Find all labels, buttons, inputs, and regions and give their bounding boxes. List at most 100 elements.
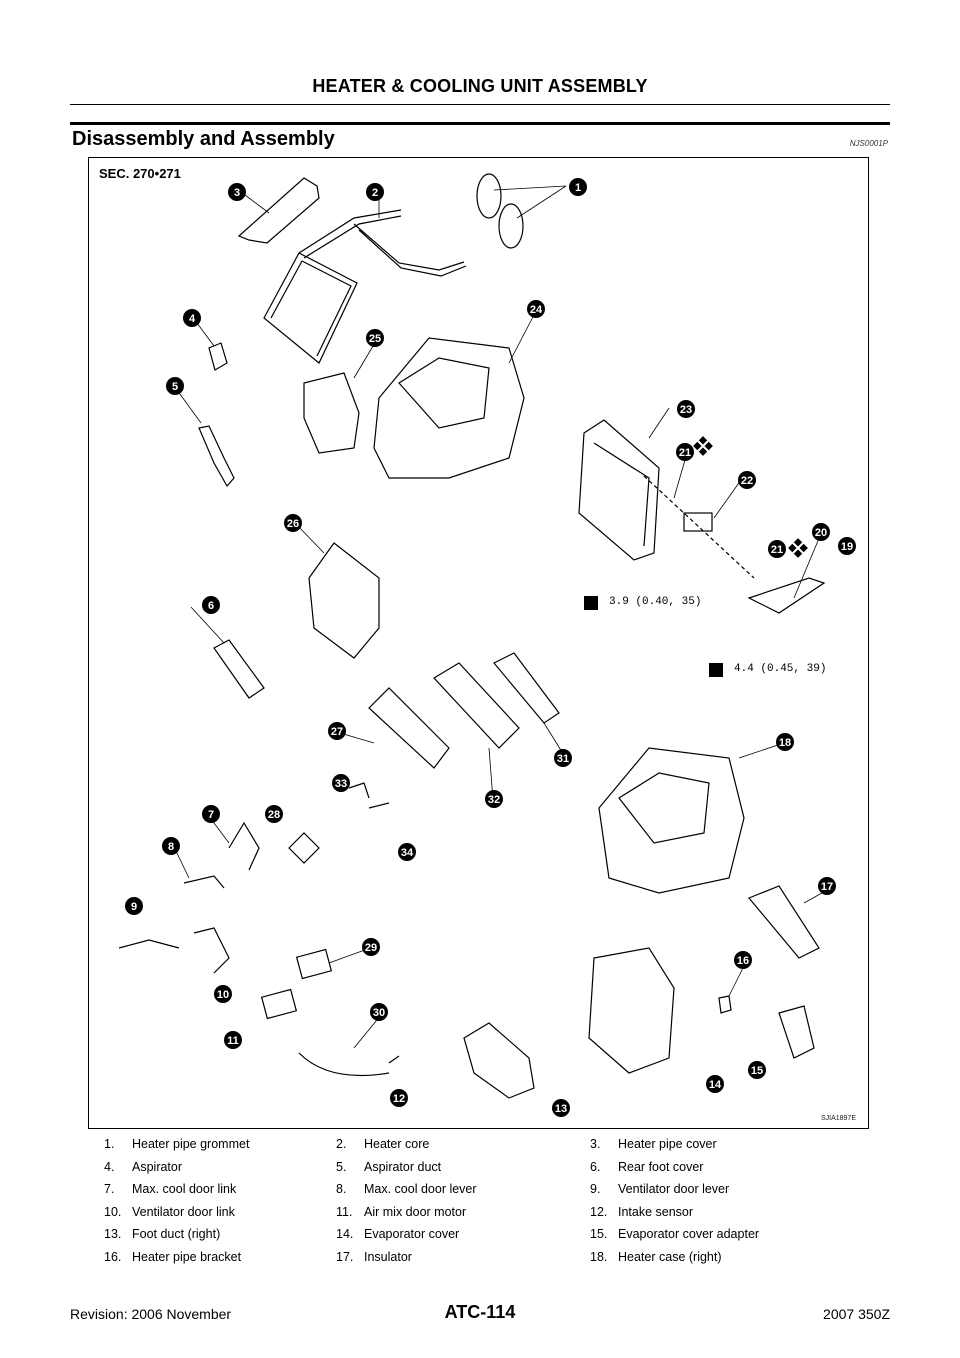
intake-sensor-shape	[298, 1052, 400, 1076]
callout-number: 17	[821, 881, 833, 893]
callout-number: 28	[268, 809, 280, 821]
callout-circle	[214, 985, 232, 1003]
exploded-diagram: SEC. 270•271	[88, 157, 869, 1129]
levers-shape	[183, 821, 260, 889]
legend-item-number: 5.	[336, 1159, 347, 1174]
grommet-2	[498, 203, 524, 249]
callout-circle	[366, 329, 384, 347]
callout-number: 5	[172, 381, 178, 393]
aspirator-duct-shape	[198, 425, 235, 488]
callout-number: 26	[287, 518, 299, 530]
callout-circle	[390, 1089, 408, 1107]
callout-number: 13	[555, 1103, 567, 1115]
legend-item-number: 1.	[104, 1137, 115, 1151]
legend-item-number: 7.	[104, 1182, 115, 1196]
legend-item-number: 8.	[336, 1182, 347, 1196]
callout-number: 4	[189, 313, 196, 325]
legend-item: 3.Heater pipe cover	[590, 1137, 717, 1151]
legend-item-label: Heater core	[364, 1137, 430, 1151]
callout-number: 21	[771, 544, 783, 556]
legend-item: 13.Foot duct (right)	[104, 1227, 220, 1241]
callout-circle	[706, 1075, 724, 1093]
legend-item-number: 16.	[104, 1249, 122, 1264]
legend-item: 12.Intake sensor	[590, 1205, 693, 1219]
legend-item-label: Heater pipe bracket	[132, 1249, 242, 1264]
legend-item-number: 3.	[590, 1137, 601, 1151]
callout-circle	[838, 537, 856, 555]
legend-item-number: 17.	[336, 1249, 354, 1264]
evaporator-shape	[578, 419, 660, 561]
legend-item: 16. Heater pipe bracket	[104, 1250, 241, 1264]
heater-case-right-shape	[598, 747, 745, 894]
aspirator-shape	[208, 342, 228, 371]
callout-circle	[362, 938, 380, 956]
heater-core-pipes	[298, 209, 467, 277]
footer-page-number: ATC-114	[444, 1302, 516, 1322]
callout-number: 33	[335, 778, 347, 790]
legend-item: 18. Heater case (right)	[590, 1250, 722, 1264]
part-27-shape	[368, 687, 450, 769]
legend-item-label: Heater case (right)	[618, 1249, 722, 1264]
callout-circle	[485, 790, 503, 808]
callout-number: 25	[369, 333, 381, 345]
legend-item-label: Ventilator door lever	[618, 1182, 730, 1196]
callout-number: 16	[737, 955, 749, 967]
callout-circle	[398, 843, 416, 861]
callout-number: 31	[557, 753, 569, 765]
legend-item-label: Aspirator duct	[364, 1159, 442, 1174]
footer-revision: Revision: 2006 November	[70, 1306, 232, 1322]
legend-item-number: 2.	[336, 1137, 347, 1151]
legend-item-label: Heater pipe grommet	[132, 1137, 250, 1151]
callout-number: 24	[530, 304, 543, 316]
part-26-shape	[308, 542, 380, 659]
expansion-valve-shape	[683, 512, 713, 532]
motor-11-shape	[260, 988, 298, 1020]
evaporator-cover-shape	[588, 947, 675, 1074]
callout-circle	[734, 951, 752, 969]
callout-number: 12	[393, 1093, 405, 1105]
callout-number: 7	[208, 809, 214, 821]
motor-29-shape	[295, 948, 333, 980]
legend-item: 9.Ventilator door lever	[590, 1182, 729, 1196]
callout-circle	[818, 877, 836, 895]
callout-number: 23	[680, 404, 692, 416]
callout-circle	[202, 596, 220, 614]
heater-pipe-cover-shape	[237, 177, 320, 244]
callout-circle	[554, 749, 572, 767]
legend-item-number: 14.	[336, 1227, 354, 1241]
legend-item-number: 6.	[590, 1159, 601, 1174]
legend-item-label: Max. cool door link	[132, 1182, 237, 1196]
diagram-drawing: 1234567891011121314151617181920212122232…	[118, 173, 856, 1117]
legend-item: 11.Air mix door motor	[336, 1205, 466, 1219]
callout-circle	[738, 471, 756, 489]
adapter-shape	[778, 1005, 815, 1059]
footer-model: 2007 350Z	[823, 1306, 890, 1322]
callout-number: 30	[373, 1007, 385, 1019]
callout-circle	[527, 300, 545, 318]
callout-circle	[162, 837, 180, 855]
heater-core-shape	[263, 252, 358, 364]
heater-case-left-shape	[373, 337, 525, 479]
legend-item-number: 18.	[590, 1249, 608, 1264]
insulator-shape	[748, 885, 820, 959]
legend-item-label: Evaporator cover adapter	[618, 1227, 760, 1241]
callout-number: 18	[779, 737, 791, 749]
callout-circle	[332, 774, 350, 792]
legend-item-label: Aspirator	[132, 1159, 183, 1174]
callout-number: 20	[815, 527, 827, 539]
callout-number: 9	[131, 901, 137, 913]
ventilator-lever-shape	[118, 927, 230, 974]
callout-number: 6	[208, 600, 214, 612]
part-32-shape	[433, 662, 520, 749]
callout-number: 10	[217, 989, 229, 1001]
callout-circle	[569, 178, 587, 196]
legend-item: 17.Insulator	[336, 1250, 412, 1264]
callout-circle	[366, 183, 384, 201]
callout-circle	[183, 309, 201, 327]
legend-item: 10.Ventilator door link	[104, 1205, 235, 1219]
callout-circle	[677, 400, 695, 418]
callout-number: 21	[679, 447, 691, 459]
callout-number: 15	[751, 1065, 763, 1077]
